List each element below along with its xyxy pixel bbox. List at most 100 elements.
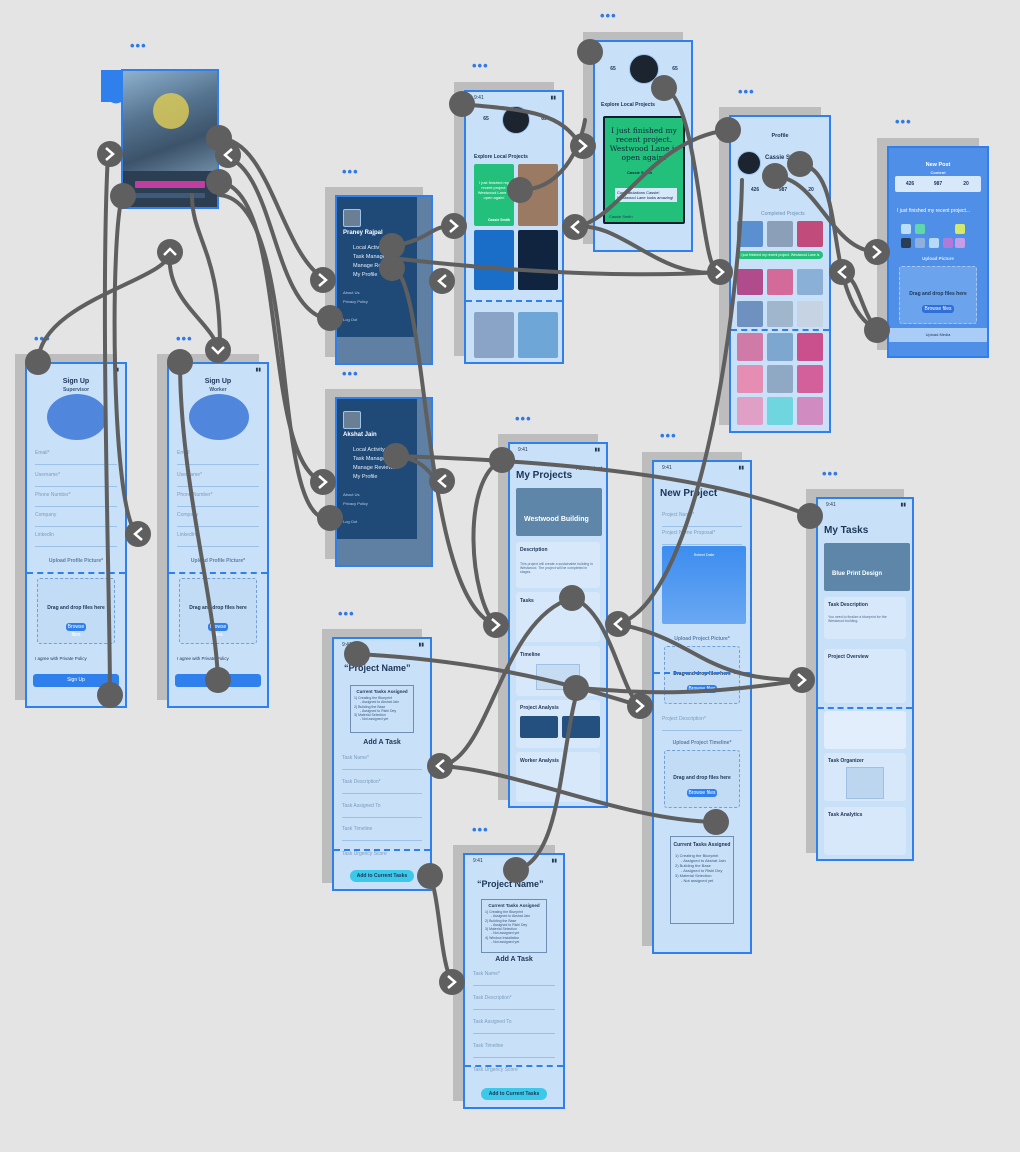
color-swatch[interactable] bbox=[943, 238, 953, 248]
project-analysis-card[interactable]: Project Analysis bbox=[516, 700, 600, 748]
upload-media-button[interactable]: Upload Media bbox=[889, 328, 987, 342]
frame-menu-dots[interactable]: ••• bbox=[34, 331, 51, 346]
project-tile[interactable] bbox=[797, 333, 823, 361]
project-tile[interactable] bbox=[737, 301, 763, 327]
add-project-button[interactable]: Add Project bbox=[576, 466, 602, 472]
menu-item-my-profile[interactable]: My Profile bbox=[353, 272, 378, 278]
project-tile[interactable] bbox=[767, 269, 793, 295]
upload-dropzone[interactable]: Drag and drop files here Browse files bbox=[179, 578, 257, 644]
photo-tile[interactable] bbox=[518, 312, 558, 358]
project-tile[interactable] bbox=[797, 397, 823, 425]
color-swatch[interactable] bbox=[915, 238, 925, 248]
frame-menu-dots[interactable]: ••• bbox=[600, 8, 617, 23]
task-name-field[interactable]: Task Name* bbox=[473, 971, 555, 986]
tasks-card[interactable]: Tasks bbox=[516, 592, 600, 642]
upload-dropzone[interactable]: Drag and drop files here Browse files bbox=[37, 578, 115, 644]
project-tile[interactable] bbox=[797, 221, 823, 247]
frame-menu-dots[interactable]: ••• bbox=[342, 164, 359, 179]
frame-menu-dots[interactable]: ••• bbox=[738, 84, 755, 99]
browse-files-button[interactable]: Browse files bbox=[687, 685, 717, 693]
project-banner[interactable]: Westwood Building bbox=[516, 488, 602, 536]
arrow-up-icon[interactable] bbox=[157, 239, 183, 265]
frame-menu-dots[interactable]: ••• bbox=[342, 366, 359, 381]
company-field[interactable]: Company bbox=[35, 512, 117, 527]
arrow-right-icon[interactable] bbox=[627, 693, 653, 719]
menu-item-local-activity[interactable]: Local Activity bbox=[353, 245, 385, 251]
task-timeline-field[interactable]: Task Timeline bbox=[342, 826, 422, 841]
arrow-left-icon[interactable] bbox=[125, 521, 151, 547]
login-button[interactable] bbox=[135, 181, 205, 188]
username-field[interactable]: Username* bbox=[177, 472, 259, 487]
photo-tile[interactable] bbox=[518, 230, 558, 290]
tab-completed-projects[interactable]: Completed Projects bbox=[761, 211, 805, 217]
project-name-field[interactable]: Project Name* bbox=[662, 512, 742, 527]
project-tile[interactable] bbox=[737, 333, 763, 361]
task-name-field[interactable]: Task Name* bbox=[342, 755, 422, 770]
arrow-left-icon[interactable] bbox=[829, 259, 855, 285]
project-tile[interactable] bbox=[767, 333, 793, 361]
upload-dropzone[interactable]: Drag and drop files here Browse files bbox=[664, 750, 740, 808]
frame-menu-dots[interactable]: ••• bbox=[472, 822, 489, 837]
color-swatch[interactable] bbox=[955, 238, 965, 248]
project-tile[interactable] bbox=[737, 397, 763, 425]
arrow-right-icon[interactable] bbox=[483, 612, 509, 638]
timeline-card[interactable]: Timeline bbox=[516, 646, 600, 696]
email-field[interactable]: Email bbox=[177, 450, 259, 465]
menu-link-privacy[interactable]: Privacy Policy bbox=[343, 299, 368, 304]
menu-item-task-manager[interactable]: Task Manager bbox=[353, 254, 388, 260]
photo-tile[interactable] bbox=[474, 312, 514, 358]
photo-tile[interactable] bbox=[518, 164, 558, 226]
browse-files-button[interactable]: Browse files bbox=[66, 623, 86, 638]
project-tile[interactable] bbox=[767, 397, 793, 425]
menu-link-logout[interactable]: Log Out bbox=[343, 519, 358, 524]
arrow-down-icon[interactable] bbox=[205, 337, 231, 363]
project-tile[interactable] bbox=[797, 301, 823, 327]
phone-field[interactable]: Phone Number* bbox=[177, 492, 259, 507]
arrow-left-icon[interactable] bbox=[562, 214, 588, 240]
arrow-right-icon[interactable] bbox=[789, 667, 815, 693]
menu-item-local-activity[interactable]: Local Activity bbox=[353, 447, 385, 453]
menu-link-about[interactable]: About Us bbox=[343, 492, 360, 497]
post-snippet[interactable]: I just finished my recent project. Westw… bbox=[737, 251, 823, 259]
color-swatch[interactable] bbox=[955, 224, 965, 234]
project-tile[interactable] bbox=[797, 269, 823, 295]
project-tile[interactable] bbox=[767, 301, 793, 327]
menu-item-my-profile[interactable]: My Profile bbox=[353, 474, 378, 480]
color-swatch[interactable] bbox=[929, 238, 939, 248]
menu-link-logout[interactable]: Log Out bbox=[343, 317, 358, 322]
task-assignee-field[interactable]: Task Assigned To bbox=[342, 803, 422, 818]
email-field[interactable]: Email* bbox=[35, 450, 117, 465]
color-swatch[interactable] bbox=[901, 238, 911, 248]
arrow-right-icon[interactable] bbox=[439, 969, 465, 995]
signup-submit-button[interactable]: Sign Up bbox=[175, 674, 261, 687]
linkedin-field[interactable]: LinkedIn bbox=[177, 532, 259, 547]
menu-item-manage-reviews[interactable]: Manage Reviews bbox=[353, 465, 396, 471]
hotspot[interactable] bbox=[101, 70, 121, 104]
task-description-field[interactable]: Task Description* bbox=[342, 779, 422, 794]
frame-menu-dots[interactable]: ••• bbox=[515, 411, 532, 426]
urgency-field[interactable]: Task Urgency Score bbox=[473, 1067, 518, 1073]
browse-files-button[interactable]: Browse files bbox=[687, 789, 717, 797]
signup-submit-button[interactable]: Sign Up bbox=[33, 674, 119, 687]
task-timeline-field[interactable]: Task Timeline bbox=[473, 1043, 555, 1058]
project-tile[interactable] bbox=[737, 269, 763, 295]
upload-dropzone[interactable]: Drag and drop files here Browse files bbox=[664, 646, 740, 704]
task-banner[interactable]: Blue Print Design bbox=[824, 543, 910, 591]
task-description-field[interactable]: Task Description* bbox=[473, 995, 555, 1010]
frame-menu-dots[interactable]: ••• bbox=[895, 114, 912, 129]
worker-analysis-card[interactable]: Worker Analysis bbox=[516, 752, 600, 802]
photo-tile[interactable] bbox=[474, 230, 514, 290]
project-tile[interactable] bbox=[737, 365, 763, 393]
browse-files-button[interactable]: Browse files bbox=[922, 305, 954, 313]
menu-item-task-manager[interactable]: Task Manager bbox=[353, 456, 388, 462]
task-assignee-field[interactable]: Task Assigned To bbox=[473, 1019, 555, 1034]
frame-menu-dots[interactable]: ••• bbox=[822, 466, 839, 481]
frame-menu-dots[interactable]: ••• bbox=[130, 38, 147, 53]
analysis-tile[interactable] bbox=[520, 716, 558, 738]
company-field[interactable]: Company bbox=[177, 512, 259, 527]
arrow-right-icon[interactable] bbox=[310, 267, 336, 293]
urgency-field[interactable]: Task Urgency Score bbox=[342, 851, 387, 857]
project-tile[interactable] bbox=[737, 221, 763, 247]
arrow-right-icon[interactable] bbox=[97, 141, 123, 167]
post-card[interactable]: I just finished my recent project. Westw… bbox=[474, 164, 514, 226]
